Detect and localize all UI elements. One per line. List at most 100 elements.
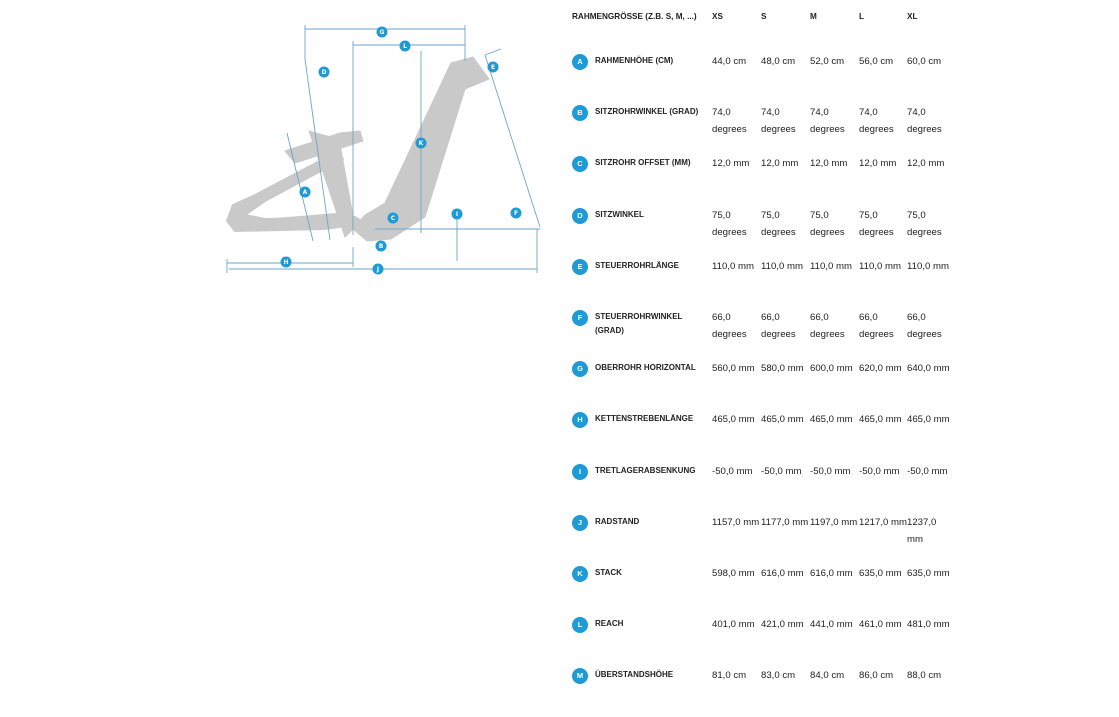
row-marker-badge: M <box>572 668 588 685</box>
row-parameter-label: STACK <box>595 568 622 577</box>
row-value-m: 1197,0 mm <box>810 516 858 528</box>
marker-l: L <box>399 40 411 52</box>
size-header-l: L <box>859 12 865 21</box>
svg-text:K: K <box>419 140 424 147</box>
row-value-xs: 81,0 cm <box>712 670 747 682</box>
row-value-s: 74,0 degrees <box>761 107 796 136</box>
row-marker-badge: F <box>572 310 588 326</box>
row-value-xl: 12,0 mm <box>907 158 945 170</box>
row-parameter-label: STEUERROHRLÄNGE <box>595 260 680 270</box>
row-parameter-label: TRETLAGERABSENKUNG <box>595 465 696 475</box>
row-value-l: 66,0 degrees <box>859 312 894 340</box>
marker-j: J <box>372 263 384 275</box>
row-value-xs: 598,0 mm <box>712 568 755 579</box>
svg-text:C: C <box>391 215 396 222</box>
row-value-m: 12,0 mm <box>810 158 848 170</box>
row-value-l: 461,0 mm <box>859 619 902 631</box>
svg-text:D: D <box>322 69 327 76</box>
row-value-s: 465,0 mm <box>761 414 804 426</box>
row-marker-badge: L <box>572 617 588 634</box>
row-value-s: 12,0 mm <box>761 158 799 170</box>
row-marker-badge: G <box>572 361 588 378</box>
row-value-xl: 88,0 cm <box>907 670 942 682</box>
row-value-s: -50,0 mm <box>761 465 802 477</box>
row-value-l: 75,0 degrees <box>859 209 894 238</box>
row-value-m: 75,0 degrees <box>810 209 845 238</box>
row-parameter-label: OBERROHR HORIZONTAL <box>595 363 696 373</box>
frame-geometry-diagram: G L D E K A C I F B H J <box>215 15 555 285</box>
row-value-xs: -50,0 mm <box>712 465 753 477</box>
row-value-m: 74,0 degrees <box>810 107 845 136</box>
row-value-s: 616,0 mm <box>761 568 804 579</box>
row-value-m: 616,0 mm <box>810 568 853 579</box>
row-value-m: 66,0 degrees <box>810 312 845 340</box>
svg-text:L: L <box>403 43 407 50</box>
row-parameter-label: SITZROHR OFFSET (MM) <box>595 158 691 168</box>
svg-text:I: I <box>456 211 458 218</box>
row-value-l: -50,0 mm <box>859 465 900 477</box>
svg-text:G: G <box>380 29 385 36</box>
svg-text:J: J <box>376 266 379 273</box>
row-value-xl: 66,0 degrees <box>907 312 942 340</box>
row-value-xs: 1157,0 mm <box>712 516 760 528</box>
row-value-s: 110,0 mm <box>761 260 803 272</box>
row-value-m: 84,0 cm <box>810 670 845 682</box>
table-row: F STEUERROHRWINKEL (GRAD) 66,0 degrees 66,0… <box>572 309 1117 359</box>
marker-c: C <box>387 212 399 224</box>
marker-g: G <box>376 26 388 38</box>
row-marker-badge: J <box>572 514 588 531</box>
row-marker-badge: E <box>572 258 588 275</box>
row-value-xl: 75,0 degrees <box>907 209 942 238</box>
svg-text:B: B <box>379 243 384 250</box>
table-row: E STEUERROHRLÄNGE 110,0 mm 110,0 mm 110,0 mm… <box>572 258 1117 308</box>
row-value-m: 110,0 mm <box>810 260 852 272</box>
row-parameter-label: SITZROHRWINKEL (GRAD) <box>595 107 699 117</box>
row-value-l: 620,0 mm <box>859 363 902 375</box>
row-value-m: -50,0 mm <box>810 465 851 477</box>
svg-text:F: F <box>514 210 518 217</box>
row-value-xl: 640,0 mm <box>907 363 950 375</box>
row-value-xs: 560,0 mm <box>712 363 755 375</box>
size-header-xl: XL <box>907 12 918 21</box>
row-value-l: 635,0 mm <box>859 568 902 579</box>
row-value-m: 441,0 mm <box>810 619 853 631</box>
row-value-s: 48,0 cm <box>761 56 796 67</box>
row-value-m: 600,0 mm <box>810 363 853 375</box>
row-value-xs: 465,0 mm <box>712 414 755 426</box>
row-value-xl: 465,0 mm <box>907 414 950 426</box>
row-value-xl: -50,0 mm <box>907 465 948 477</box>
row-value-l: 465,0 mm <box>859 414 902 426</box>
svg-text:E: E <box>491 64 495 71</box>
marker-k: K <box>415 137 427 149</box>
row-value-s: 83,0 cm <box>761 670 796 682</box>
row-parameter-label: KETTENSTREBENLÄNGE <box>595 414 694 424</box>
row-value-l: 12,0 mm <box>859 158 897 170</box>
row-value-xl: 110,0 mm <box>907 260 949 272</box>
table-header: RAHMENGRÖSSE (Z.B. S, M, ...) XS S M L X… <box>572 8 1117 38</box>
row-marker-badge: K <box>572 566 588 582</box>
row-value-m: 52,0 cm <box>810 56 845 67</box>
marker-i: I <box>451 208 463 220</box>
size-header-m: M <box>810 12 817 21</box>
row-value-l: 110,0 mm <box>859 260 901 272</box>
bike-frame-silhouette <box>226 56 490 242</box>
row-marker-badge: A <box>572 54 588 70</box>
row-value-xs: 44,0 cm <box>712 56 747 67</box>
row-value-s: 421,0 mm <box>761 619 804 631</box>
row-value-s: 1177,0 mm <box>761 516 809 528</box>
row-value-xl: 1237,0 mm <box>907 516 937 545</box>
row-value-xs: 110,0 mm <box>712 260 754 272</box>
row-value-s: 75,0 degrees <box>761 209 796 238</box>
row-value-xl: 74,0 degrees <box>907 107 942 136</box>
frame-size-header: RAHMENGRÖSSE (Z.B. S, M, ...) <box>572 12 697 21</box>
marker-a: A <box>299 186 311 198</box>
row-value-xs: 75,0 degrees <box>712 209 747 238</box>
row-parameter-label: STEUERROHRWINKEL (GRAD) <box>595 312 683 335</box>
